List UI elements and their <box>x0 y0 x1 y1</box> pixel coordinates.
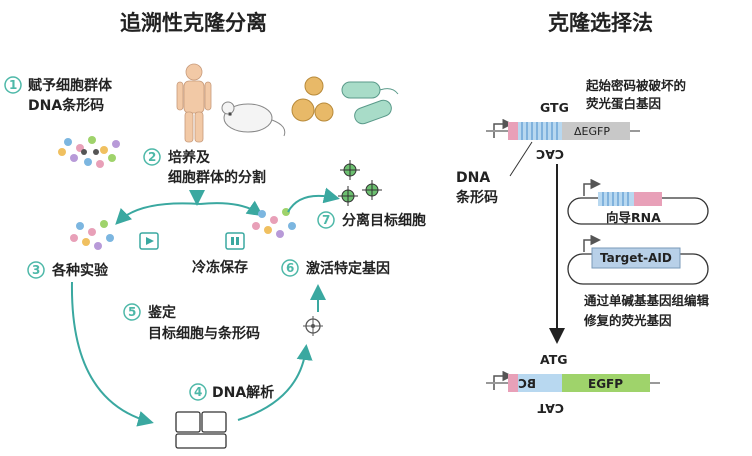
human-icon <box>176 63 212 143</box>
delta-egfp-box <box>562 122 630 140</box>
broken-gene-label-1: 起始密码被破坏的 <box>585 78 686 93</box>
grna-barcode-block <box>598 192 634 206</box>
step1-num: 1 <box>9 78 17 92</box>
broken-gene-label-2: 荧光蛋白基因 <box>586 96 661 111</box>
step7-badge <box>317 211 335 229</box>
freeze-label: 冷冻保存 <box>192 259 248 276</box>
step3-badge <box>27 261 45 279</box>
barcoded-cells-1 <box>58 136 120 168</box>
sequencer-icon <box>175 411 227 449</box>
step4-label: DNA解析 <box>212 384 274 401</box>
step7-label: 分离目标细胞 <box>342 212 426 229</box>
step1-line2: DNA条形码 <box>28 97 104 114</box>
step2-num: 2 <box>148 150 156 164</box>
step5-line1: 鉴定 <box>147 304 176 321</box>
crosshair-icon <box>303 316 323 336</box>
bc-box <box>518 374 562 392</box>
grna-pink-block <box>634 192 662 206</box>
promoter-icon-aid <box>583 234 601 252</box>
pink-segment-bottom <box>508 374 518 392</box>
step1-badge <box>4 76 22 94</box>
left-title: 追溯性克隆分离 <box>120 11 267 35</box>
step5-badge <box>123 303 141 321</box>
delta-egfp-label: ΔEGFP <box>574 125 610 138</box>
dna-barcode-label-2: 条形码 <box>455 189 498 206</box>
step6-label: 激活特定基因 <box>306 260 390 277</box>
barcode-leader <box>509 141 533 177</box>
step5-line2: 目标细胞与条形码 <box>148 325 260 342</box>
bc-label: BC <box>518 377 536 391</box>
step3-num: 3 <box>32 263 40 277</box>
right-title: 克隆选择法 <box>548 11 653 35</box>
codon-top-complement: CAC <box>536 147 564 162</box>
play-icon <box>139 232 159 250</box>
codon-top: GTG <box>540 100 569 115</box>
codon-bottom-complement: CAT <box>537 401 564 416</box>
arrow-to-isolation <box>287 187 340 213</box>
repair-label-2: 修复的荧光基因 <box>583 313 672 328</box>
barcoded-cells-frozen <box>252 208 296 238</box>
arrow-to-frozen <box>199 200 264 217</box>
step3-label: 各种实验 <box>51 262 109 279</box>
step2-badge <box>143 148 161 166</box>
mouse-icon <box>221 101 286 137</box>
step4-badge <box>189 383 207 401</box>
pink-segment-top <box>508 122 518 140</box>
step6-badge <box>281 259 299 277</box>
yeast-icon <box>291 76 334 122</box>
barcode-stripes-top <box>521 122 558 140</box>
egfp-box <box>562 374 650 392</box>
barcode-segment-top <box>518 122 562 140</box>
dna-barcode-label-1: DNA <box>456 170 490 186</box>
codon-bottom: ATG <box>540 352 568 367</box>
arrow-up-right <box>237 344 313 421</box>
arrow-to-experiment <box>115 202 201 225</box>
promoter-icon-top <box>493 118 513 138</box>
guide-rna-label: 向导RNA <box>606 210 661 225</box>
step1-line1: 赋予细胞群体 <box>28 77 113 94</box>
step7-num: 7 <box>322 213 330 227</box>
step4-num: 4 <box>194 385 202 399</box>
egfp-label: EGFP <box>588 377 623 391</box>
step5-num: 5 <box>128 305 136 319</box>
arrow-down-left <box>70 281 154 427</box>
aid-box <box>591 247 681 269</box>
barcoded-cells-experiment <box>70 220 114 250</box>
step2-line1: 培养及 <box>168 149 211 166</box>
bacteria-icon <box>341 81 399 125</box>
pause-icon <box>225 232 245 250</box>
step6-num: 6 <box>286 261 294 275</box>
target-aid-label: Target-AID <box>600 251 672 265</box>
target-cells-icon <box>338 160 382 206</box>
step2-line2: 细胞群体的分割 <box>168 169 266 186</box>
promoter-icon-grna <box>583 178 601 196</box>
grna-stripes <box>602 192 629 206</box>
repair-label-1: 通过单碱基基因组编辑 <box>584 293 710 308</box>
promoter-icon-bottom <box>493 370 513 390</box>
